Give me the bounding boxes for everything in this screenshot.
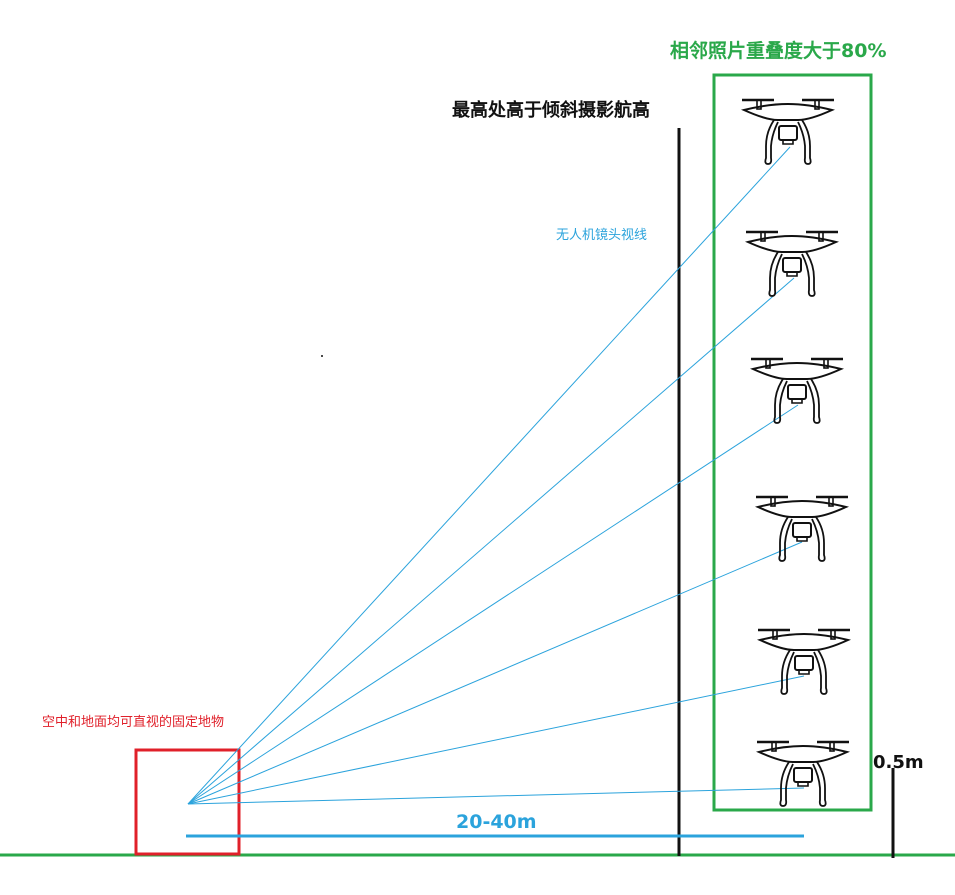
sight-line-4	[187, 541, 803, 805]
sight-line-2	[187, 277, 795, 805]
height-label: 最高处高于倾斜摄影航高	[452, 100, 650, 121]
fixed-object-frame	[134, 748, 241, 856]
sight-line-5	[187, 675, 805, 805]
drone-icon	[749, 357, 845, 425]
drone-icon	[744, 230, 840, 298]
sight-line-6	[187, 787, 805, 805]
drone-icon	[754, 495, 850, 563]
drone-icon	[756, 628, 852, 696]
drones	[740, 98, 852, 808]
distance-label: 20-40m	[456, 811, 537, 833]
drone-icon	[740, 98, 836, 166]
overlap-label: 相邻照片重叠度大于80%	[670, 40, 887, 62]
offset-label: 0.5m	[873, 752, 924, 773]
sight-lines	[187, 146, 805, 805]
stray-dot	[321, 355, 323, 357]
sight-line-label: 无人机镜头视线	[556, 228, 648, 243]
overlap-frame	[712, 73, 873, 812]
fixed-object-label: 空中和地面均可直视的固定地物	[42, 715, 225, 730]
sight-line-1	[187, 146, 791, 805]
sight-line-3	[187, 404, 799, 805]
drone-icon	[755, 740, 851, 808]
